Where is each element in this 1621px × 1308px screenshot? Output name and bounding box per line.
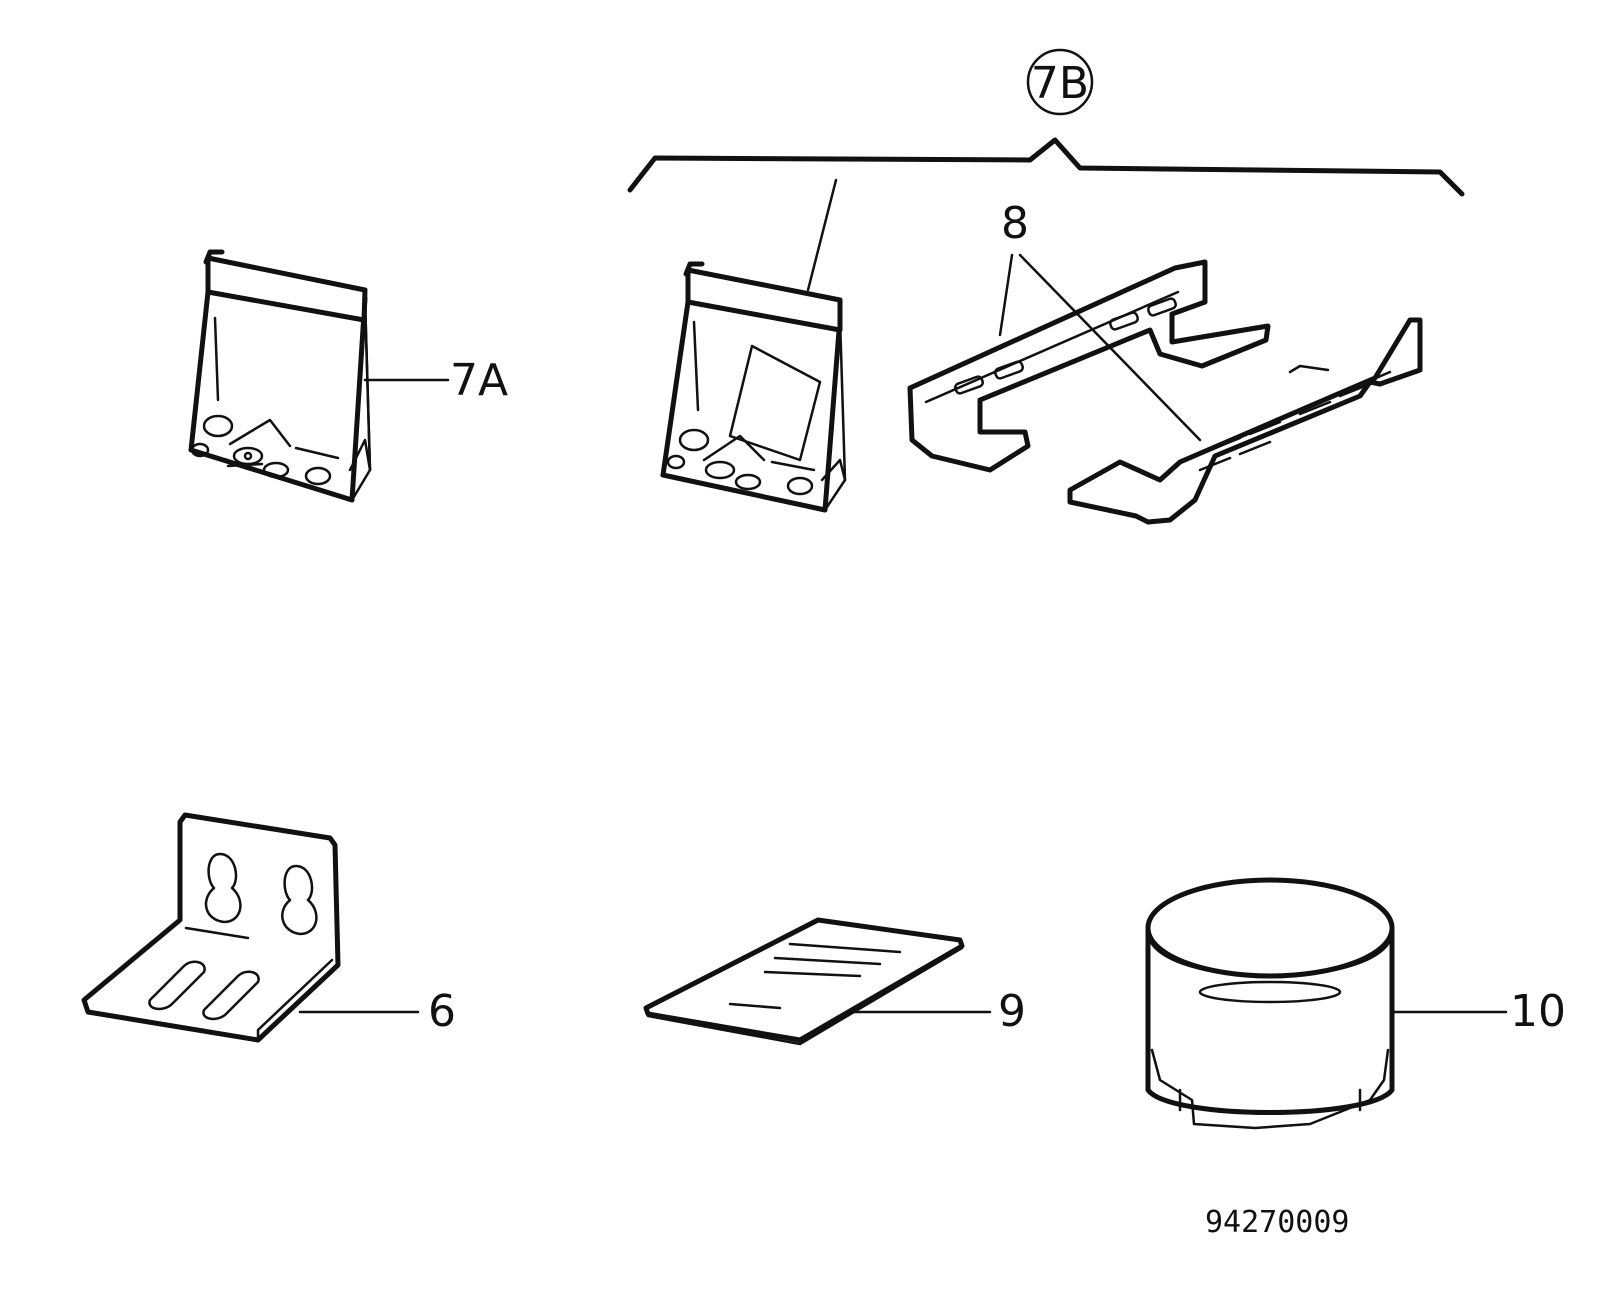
callout-10-label: 10	[1510, 986, 1566, 1037]
angle-bracket-6: 6	[81, 812, 456, 1043]
mounting-rails-8: 8	[907, 198, 1423, 525]
manual-9: 9	[643, 917, 1026, 1046]
parts-bag-7a: 7A	[188, 249, 508, 503]
callout-7a-label: 7A	[450, 355, 508, 406]
parts-bag-7b	[660, 178, 847, 513]
callout-8-label: 8	[1001, 198, 1029, 249]
leader-8b	[1018, 253, 1202, 442]
callout-circle	[1026, 48, 1094, 116]
group-7b-callout: 7B	[627, 48, 1465, 197]
ring-10: 10	[1145, 877, 1566, 1130]
leader-8a	[998, 253, 1014, 337]
callout-9-label: 9	[998, 986, 1026, 1037]
callout-6-label: 6	[428, 986, 456, 1037]
figure-code: 94270009	[1205, 1205, 1350, 1240]
group-brace	[627, 137, 1465, 197]
callout-7b-label: 7B	[1031, 58, 1089, 109]
leader-7b-bag	[806, 178, 838, 292]
